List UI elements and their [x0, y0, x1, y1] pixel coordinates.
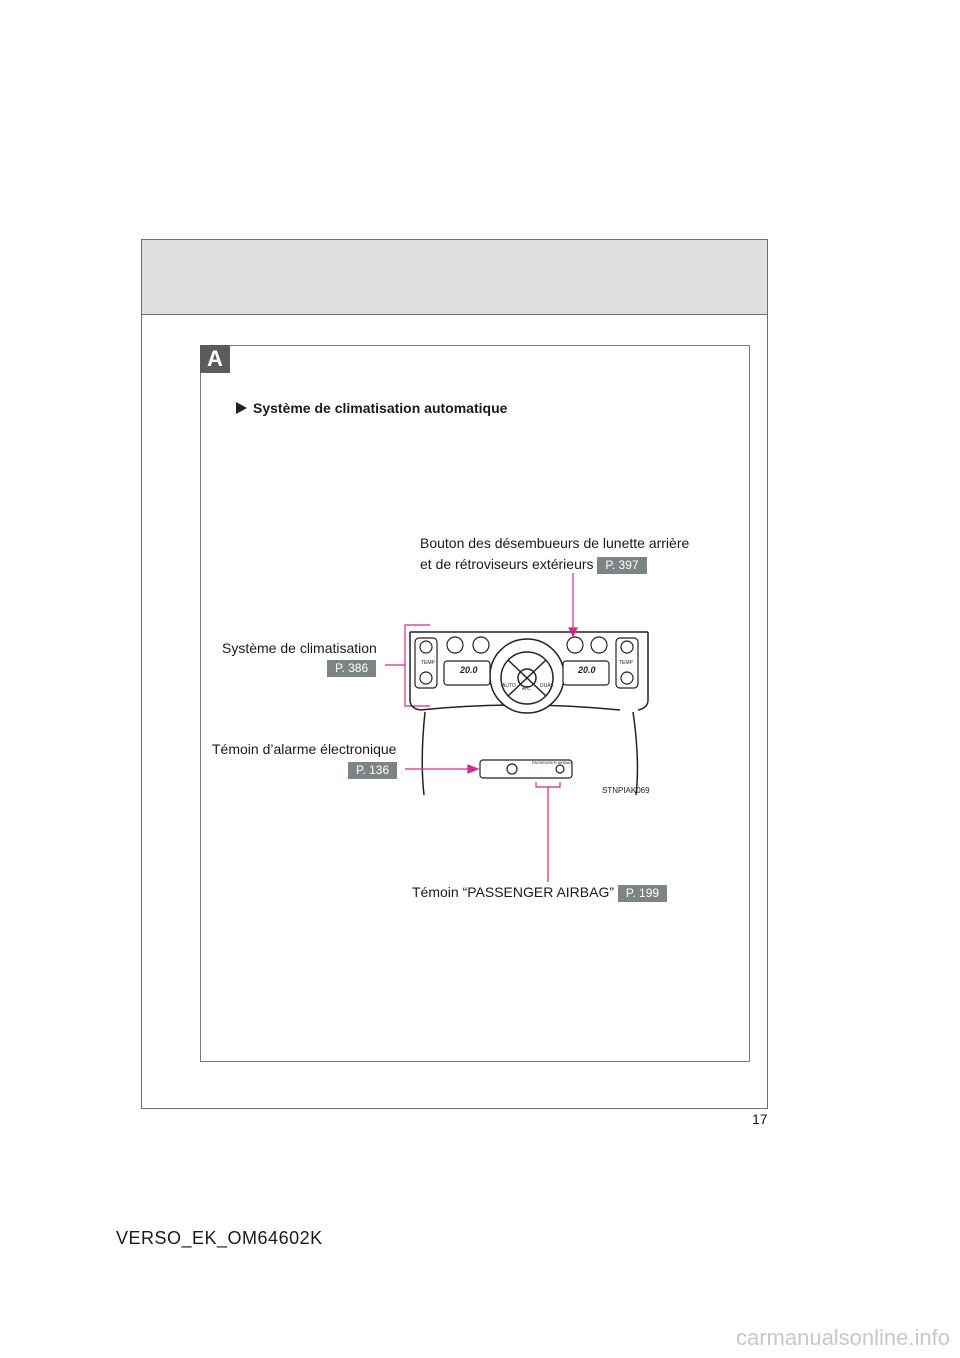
alarm-label: Témoin d’alarme électronique — [212, 741, 397, 757]
airbag-label-text: Témoin “PASSENGER AIRBAG” — [412, 884, 615, 900]
center-dial[interactable] — [489, 638, 565, 714]
triangle-bullet-icon — [236, 402, 247, 414]
indicator-strip — [479, 759, 573, 779]
airbag-page-ref[interactable]: P. 199 — [617, 885, 668, 902]
section-box — [200, 345, 750, 1062]
figure-code: STNPIAK069 — [602, 786, 650, 795]
header-band — [142, 240, 767, 315]
climate-label: Système de climatisation — [222, 640, 377, 656]
dashboard-outline — [409, 631, 649, 796]
auto-label: AUTO — [502, 683, 516, 689]
left-temp-readout: 20.0 — [459, 665, 478, 675]
defogger-label-text: et de rétroviseurs extérieurs — [420, 556, 594, 572]
right-temp-label: TEMP — [619, 660, 634, 666]
climate-ref-wrap: P. 386 — [327, 659, 377, 677]
defogger-label-line1: Bouton des désembueurs de lunette arrièr… — [420, 535, 690, 551]
defogger-label-line2: et de rétroviseurs extérieurs P. 397 — [420, 556, 647, 574]
heading-text: Système de climatisation automatique — [253, 400, 508, 416]
right-temp-readout: 20.0 — [577, 665, 596, 675]
right-display — [562, 660, 610, 686]
section-letter: A — [200, 345, 230, 373]
watermark: carmanualsonline.info — [735, 1325, 950, 1350]
footer-code: VERSO_EK_OM64602K — [116, 1228, 323, 1248]
alarm-ref-wrap: P. 136 — [348, 761, 398, 779]
page-number: 17 — [752, 1111, 768, 1127]
ac-label: A/C — [522, 686, 531, 692]
climate-bracket — [385, 624, 430, 707]
left-temp-label: TEMP — [421, 660, 436, 666]
right-temp-control[interactable] — [615, 637, 639, 689]
climate-page-ref[interactable]: P. 386 — [327, 660, 377, 677]
alarm-page-ref[interactable]: P. 136 — [348, 762, 398, 779]
left-temp-control[interactable] — [414, 637, 438, 689]
page-frame — [141, 239, 768, 1109]
defogger-page-ref[interactable]: P. 397 — [597, 557, 647, 574]
callout-arrows — [405, 573, 578, 882]
top-buttons[interactable] — [446, 636, 608, 654]
left-display — [443, 660, 491, 686]
dual-label: DUAL — [540, 683, 554, 689]
airbag-label-row: Témoin “PASSENGER AIRBAG” P. 199 — [412, 884, 668, 902]
section-heading: Système de climatisation automatique — [236, 400, 507, 416]
airbag-panel-label: PASSENGER AIRBAG — [532, 760, 573, 765]
